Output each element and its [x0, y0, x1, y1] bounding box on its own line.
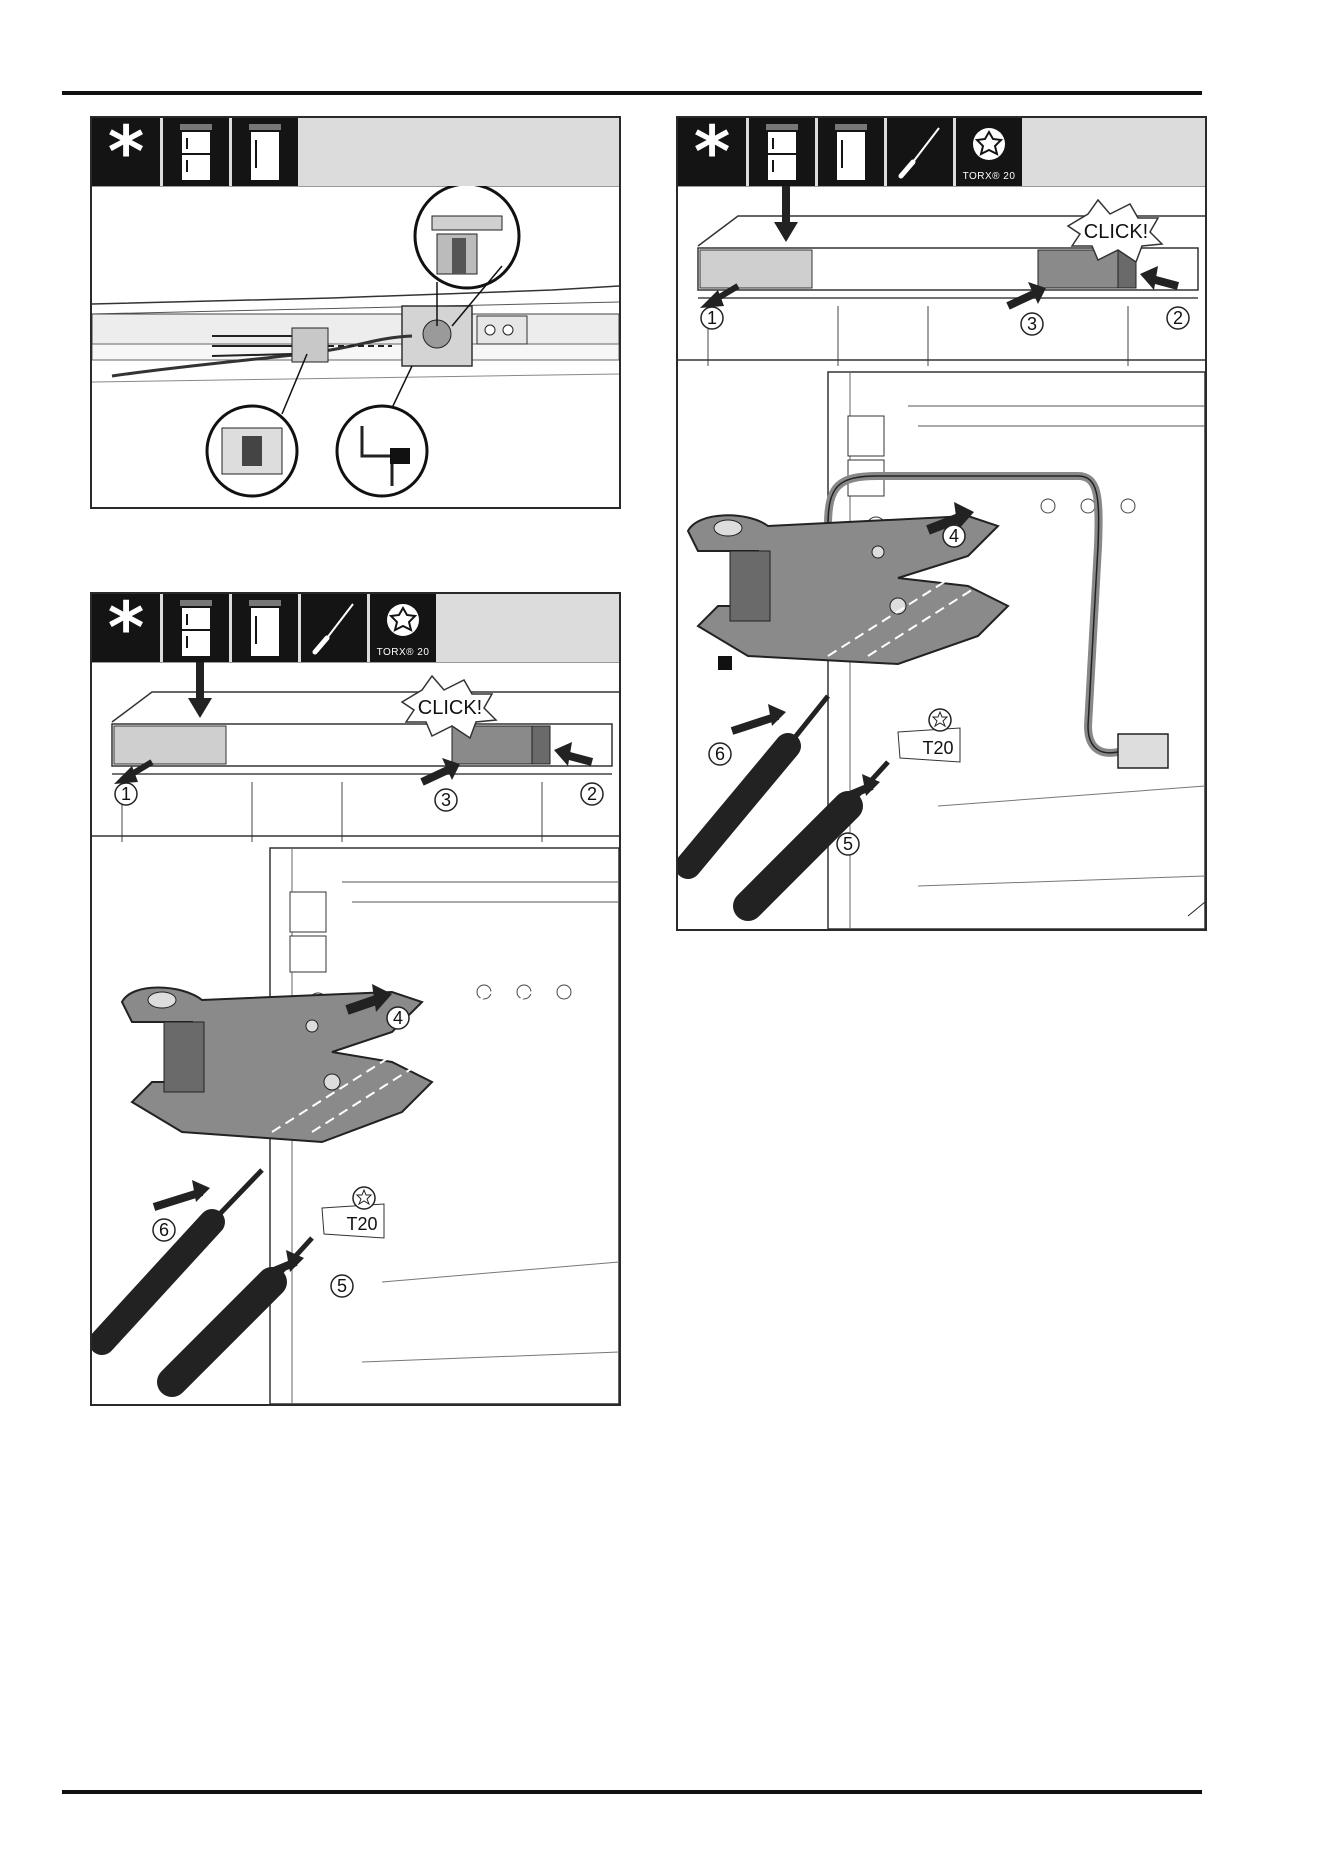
fridge-freezer-icon	[163, 118, 229, 186]
figure-panel-cable: *	[90, 116, 621, 509]
click-label: CLICK!	[1084, 221, 1148, 243]
step-2-label: 2	[1173, 308, 1183, 328]
step-1-label: 1	[121, 784, 131, 804]
step-4-label: 4	[949, 526, 959, 546]
bit-label: T20	[922, 738, 953, 758]
step-4-label: 4	[393, 1008, 403, 1028]
screwdriver-icon	[887, 118, 953, 186]
step-5-label: 5	[843, 834, 853, 854]
bit-label: T20	[346, 1214, 377, 1234]
panel-header: *	[678, 118, 1205, 187]
asterisk-icon: *	[678, 118, 746, 186]
step-2-label: 2	[587, 784, 597, 804]
step-5-label: 5	[337, 1276, 347, 1296]
figure-panel-hinge-left: *	[90, 592, 621, 1406]
step-3-label: 3	[441, 790, 451, 810]
figure-panel-hinge-right: *	[676, 116, 1207, 931]
panel-header: *	[92, 594, 619, 663]
step-1-label: 1	[707, 308, 717, 328]
click-label: CLICK!	[418, 697, 482, 719]
torx-label: TORX® 20	[956, 171, 1022, 182]
top-rule	[62, 91, 1202, 95]
fridge-freezer-icon	[163, 594, 229, 662]
single-door-icon	[232, 118, 298, 186]
torx-label: TORX® 20	[370, 647, 436, 658]
panel-header: *	[92, 118, 619, 187]
torx-icon: TORX® 20	[956, 118, 1022, 186]
hinge-removal-illustration: CLICK! 1 2 3	[92, 662, 619, 1404]
hinge-removal-cable-illustration: CLICK! 1 2 3	[678, 186, 1205, 929]
screwdriver-icon	[301, 594, 367, 662]
single-door-icon	[232, 594, 298, 662]
asterisk-icon: *	[92, 118, 160, 186]
cable-routing-illustration	[92, 186, 619, 507]
step-6-label: 6	[715, 744, 725, 764]
asterisk-icon: *	[92, 594, 160, 662]
bottom-rule	[62, 1790, 1202, 1794]
step-6-label: 6	[159, 1220, 169, 1240]
single-door-icon	[818, 118, 884, 186]
torx-icon: TORX® 20	[370, 594, 436, 662]
fridge-freezer-icon	[749, 118, 815, 186]
step-3-label: 3	[1027, 314, 1037, 334]
